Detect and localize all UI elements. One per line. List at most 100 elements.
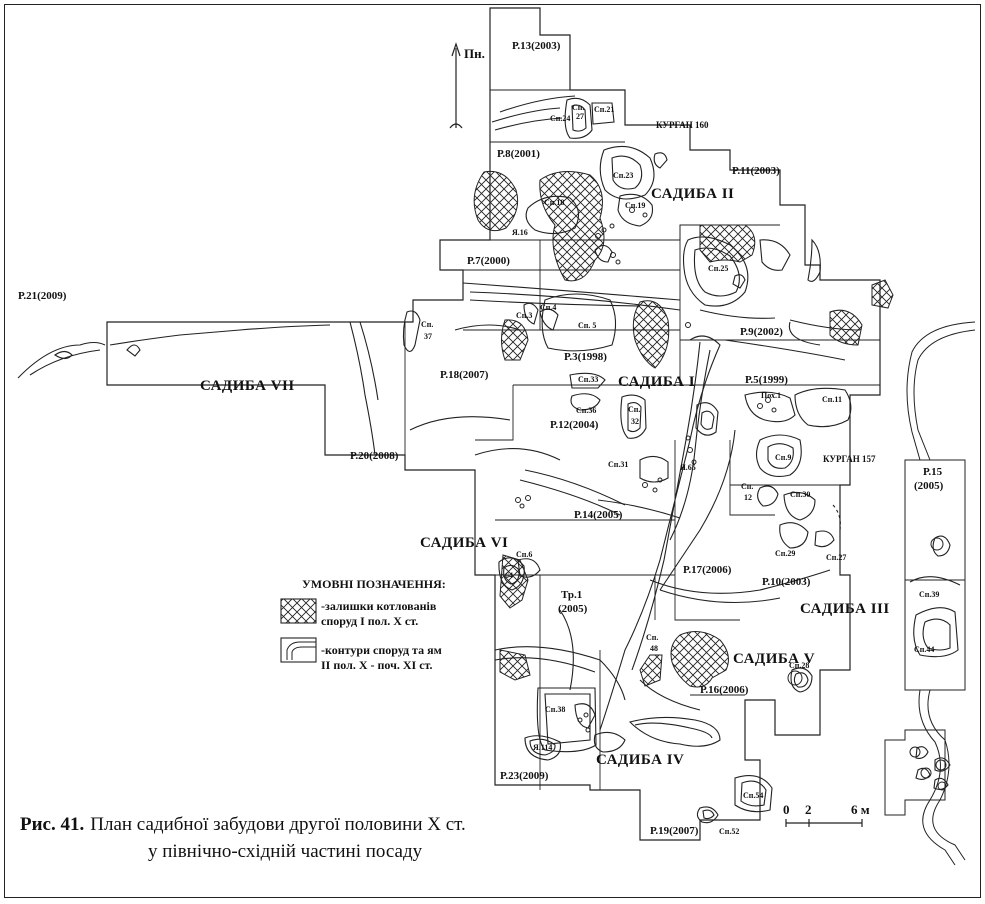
label-sp12a: Сп. — [741, 482, 753, 491]
label-sp12b: 12 — [744, 493, 752, 502]
label-r20: Р.20(2008) — [350, 450, 399, 462]
label-sp37a: Сп. — [421, 320, 433, 329]
label-sadyba-6: САДИБА VI — [420, 535, 508, 551]
label-r17: Р.17(2006) — [683, 564, 732, 576]
legend-title: УМОВНІ ПОЗНАЧЕННЯ: — [302, 577, 446, 591]
label-sp23: Сп.23 — [613, 171, 633, 180]
label-r16: Р.16(2006) — [700, 684, 749, 696]
label-sp9: Сп.9 — [775, 453, 791, 462]
label-ya65: Я.65 — [680, 463, 696, 472]
legend-swatch-contour — [280, 637, 317, 663]
label-r3: Р.3(1998) — [564, 351, 607, 363]
excavation-outline — [106, 7, 881, 841]
figure-caption: Рис. 41. План садибної забудови другої по… — [20, 814, 466, 862]
label-sadyba-2: САДИБА II — [651, 186, 734, 202]
label-sp3: Сп.3 — [516, 311, 532, 320]
outline-r15-bottom — [884, 729, 946, 816]
label-sp28: Сп.28 — [789, 661, 809, 670]
caption-label: Рис. 41. — [20, 814, 84, 835]
caption-line2: у північно-східній частині посаду — [148, 841, 423, 862]
label-r11: Р.11(2003) — [732, 165, 780, 177]
figure-frame — [4, 4, 981, 898]
legend-item1-line2: споруд I пол. X ст. — [321, 614, 418, 628]
label-sp36: Сп.36 — [576, 406, 596, 415]
label-r12: Р.12(2004) — [550, 419, 599, 431]
structure-labels: Сп.21 Сп.24 Сп. 27 Сп.23 Сп.18 Сп.19 Я.1… — [421, 103, 939, 836]
label-r21: Р.21(2009) — [18, 290, 67, 302]
label-ya16: Я.16 — [512, 228, 528, 237]
scale-label-0: 0 — [783, 802, 790, 817]
north-arrow — [449, 42, 463, 129]
scale-label-2: 2 — [805, 802, 812, 817]
label-sp24: Сп.24 — [550, 114, 570, 123]
label-r19: Р.19(2007) — [650, 825, 699, 837]
caption-line1: Рис. 41. План садибної забудови другої по… — [20, 814, 466, 835]
label-sp30: Сп.30 — [790, 490, 810, 499]
label-r10: Р.10(2003) — [762, 576, 811, 588]
label-r13: Р.13(2003) — [512, 40, 561, 52]
label-sp4: Сп.4 — [540, 303, 556, 312]
scale-label-6m: 6 м — [851, 802, 870, 817]
square-labels: Р.13(2003) Р.8(2001) Р.11(2003) Р.7(2000… — [18, 40, 944, 837]
label-r15b: (2005) — [914, 480, 944, 492]
label-r23: Р.23(2009) — [500, 770, 549, 782]
label-kurgan-157: КУРГАН 157 — [823, 454, 876, 464]
label-tr1b: (2005) — [558, 603, 588, 615]
scale-bar: 0 2 6 м — [783, 802, 870, 827]
label-sp37b: 37 — [424, 332, 432, 341]
label-sp54: Сп.54 — [743, 791, 763, 800]
outline-r15 — [904, 459, 966, 691]
postholes — [515, 207, 947, 791]
label-sp48b: 48 — [650, 644, 658, 653]
label-sadyba-1: САДИБА I — [618, 374, 695, 390]
outline-right-ditch — [906, 321, 976, 866]
label-sp32b: 32 — [631, 417, 639, 426]
label-sp48a: Сп. — [646, 633, 658, 642]
label-sadyba-4: САДИБА IV — [596, 752, 684, 768]
label-sp39: Сп.39 — [919, 590, 939, 599]
label-sp38: Сп.38 — [545, 705, 565, 714]
label-r14: Р.14(2005) — [574, 509, 623, 521]
label-sp29: Сп.29 — [775, 549, 795, 558]
legend-contour-icon — [286, 641, 316, 660]
label-r5: Р.5(1999) — [745, 374, 788, 386]
label-sp21: Сп.21 — [594, 105, 614, 114]
label-r7: Р.7(2000) — [467, 255, 510, 267]
label-sp64: 64 — [505, 571, 513, 580]
label-sp6: Сп.6 — [516, 550, 532, 559]
legend-item1-line1: -залишки котлованів — [321, 599, 437, 613]
label-ya114: Я.114 — [533, 743, 552, 752]
legend: УМОВНІ ПОЗНАЧЕННЯ: -залишки котлованів с… — [280, 577, 446, 672]
legend-swatch-crosshatch — [280, 598, 317, 624]
label-r8: Р.8(2001) — [497, 148, 540, 160]
label-pokh1: Пох.1 — [761, 391, 781, 400]
north-label: Пн. — [464, 46, 485, 61]
label-sp27top-b: 27 — [576, 112, 584, 121]
crosshatched-pits — [473, 170, 894, 688]
label-sp31: Сп.31 — [608, 460, 628, 469]
caption-text1: План садибної забудови другої половини X… — [90, 814, 466, 835]
label-kurgan-160: КУРГАН 160 — [656, 120, 709, 130]
label-sp27top-a: Сп. — [572, 103, 584, 112]
legend-item2-line1: -контури споруд та ям — [321, 643, 442, 657]
label-r18: Р.18(2007) — [440, 369, 489, 381]
label-sp11: Сп.11 — [822, 395, 842, 404]
label-sp19: Сп.19 — [625, 201, 645, 210]
label-r15a: Р.15 — [923, 466, 943, 478]
label-tr1a: Тр.1 — [561, 589, 582, 601]
legend-item2-line2: II пол. X - поч. XI ст. — [321, 658, 433, 672]
label-sp44: Сп.44 — [914, 645, 934, 654]
homestead-labels: САДИБА I САДИБА II САДИБА III САДИБА IV … — [200, 186, 890, 768]
label-sp27: Сп.27 — [826, 553, 846, 562]
label-sp5: Сп. 5 — [578, 321, 596, 330]
label-sadyba-5: САДИБА V — [733, 651, 815, 667]
label-sp25: Сп.25 — [708, 264, 728, 273]
label-sp52: Сп.52 — [719, 827, 739, 836]
label-sadyba-3: САДИБА III — [800, 601, 890, 617]
label-r9: Р.9(2002) — [740, 326, 783, 338]
label-sp32a: Сп. — [628, 405, 640, 414]
label-sadyba-7: САДИБА VII — [200, 378, 295, 394]
label-sp18: Сп.18 — [544, 198, 564, 207]
label-sp33: Сп.33 — [578, 375, 598, 384]
